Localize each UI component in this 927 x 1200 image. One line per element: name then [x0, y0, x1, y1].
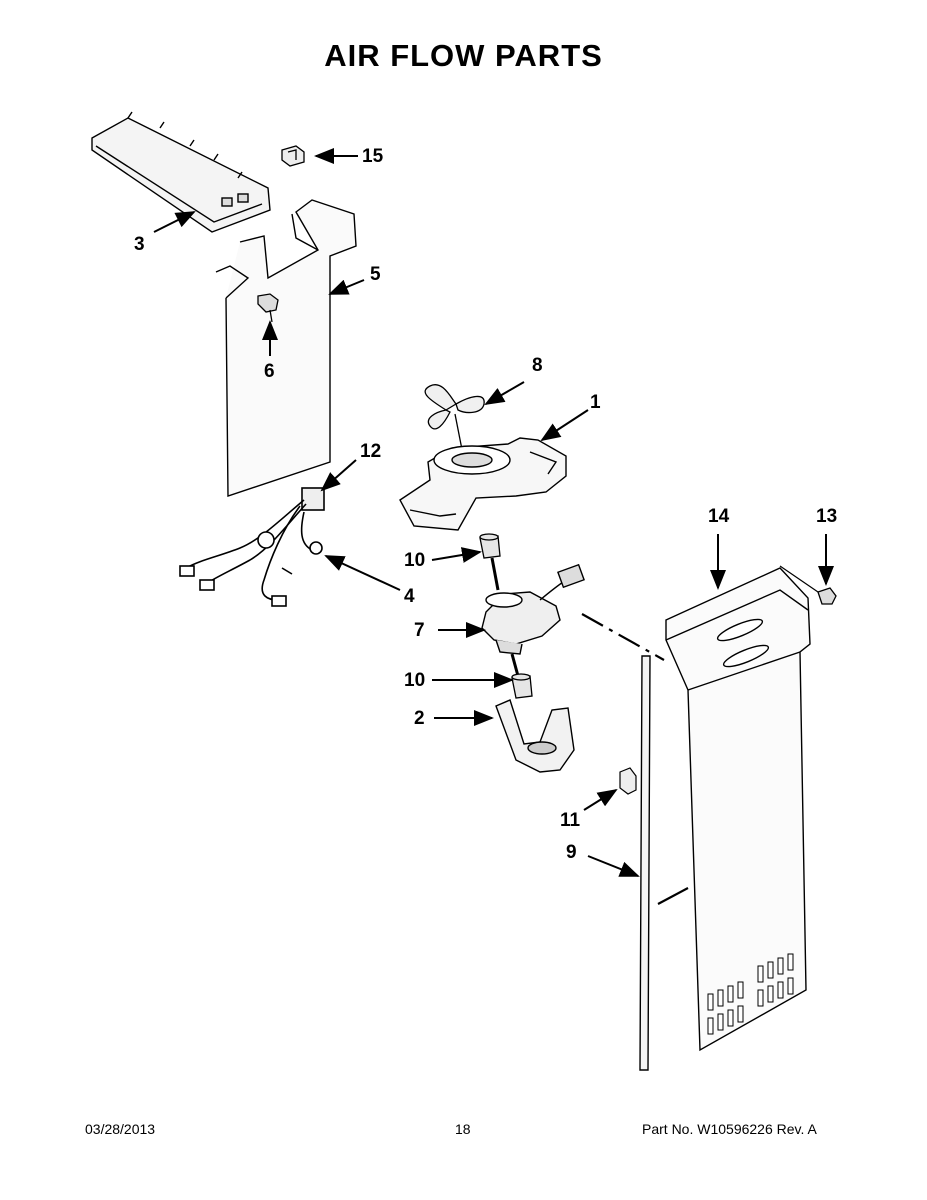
callout-15: 15	[362, 146, 384, 167]
part-11-clip	[619, 767, 637, 795]
callout-4: 4	[404, 586, 415, 607]
callout-2: 2	[414, 708, 425, 729]
part-3-duct-cover	[91, 111, 271, 233]
footer-date: 03/28/2013	[85, 1121, 156, 1137]
part-8-fan-blade	[424, 384, 485, 471]
footer-part-number: Part No. W10596226 Rev. A	[642, 1121, 817, 1137]
part-6-screw	[257, 293, 279, 323]
motor-shaft-upper	[490, 557, 500, 591]
assembly-lines	[581, 565, 819, 905]
part-10-grommet-lower	[511, 673, 533, 699]
callout-14: 14	[708, 506, 730, 527]
callout-7: 7	[414, 620, 425, 641]
page-title: AIR FLOW PARTS	[324, 38, 603, 73]
callout-6: 6	[264, 361, 275, 382]
callout-1: 1	[590, 392, 601, 413]
callout-8: 8	[532, 355, 543, 376]
callout-5: 5	[370, 264, 381, 285]
callout-3: 3	[134, 234, 145, 255]
callout-10-upper: 10	[404, 550, 425, 571]
callout-10-lower: 10	[404, 670, 425, 691]
part-14-air-panel	[665, 567, 811, 1052]
callout-9: 9	[566, 842, 577, 863]
part-1-fan-housing	[399, 437, 567, 531]
part-12-wire-harness	[179, 487, 325, 607]
footer-page-number: 18	[455, 1121, 471, 1137]
part-2-motor-bracket	[495, 699, 575, 773]
leader-arrows	[153, 148, 834, 877]
callout-12: 12	[360, 441, 381, 462]
part-9-gasket	[639, 655, 651, 1071]
callout-13: 13	[816, 506, 837, 527]
part-7-fan-motor	[481, 563, 585, 655]
callout-11: 11	[560, 810, 581, 831]
motor-shaft-lower	[510, 653, 520, 677]
part-5-evaporator-cover	[215, 199, 357, 497]
part-15-clip	[281, 145, 305, 167]
part-10-grommet-upper	[479, 533, 501, 559]
part-13-screw	[817, 587, 837, 605]
